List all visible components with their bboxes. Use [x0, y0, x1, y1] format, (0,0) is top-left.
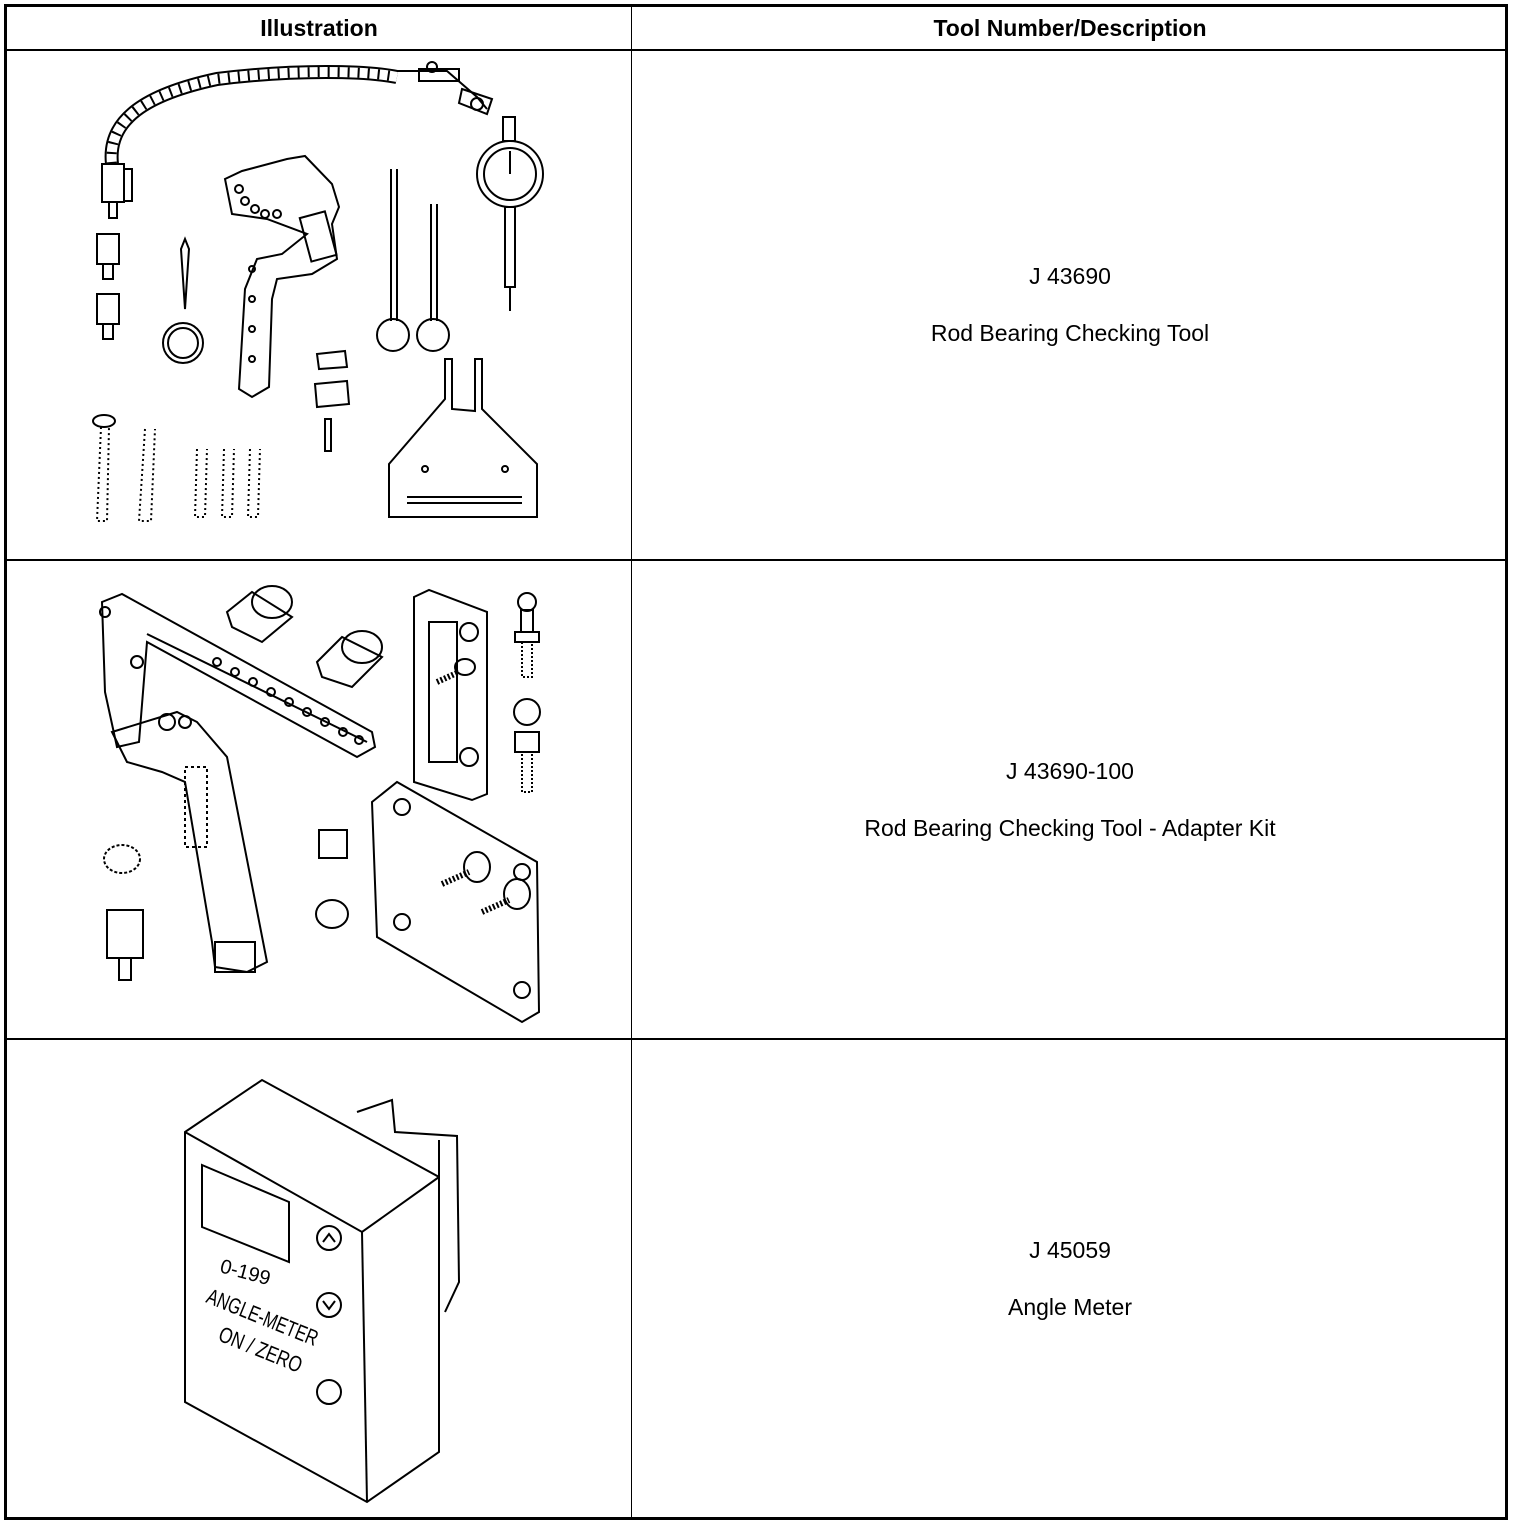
tool-number: J 45059: [1029, 1236, 1111, 1263]
adapter-kit-icon: [67, 572, 557, 1027]
header-divider: [7, 49, 1505, 51]
row-divider: [7, 559, 1505, 561]
tool-description-row-2: J 43690-100 Rod Bearing Checking Tool - …: [632, 561, 1508, 1038]
angle-meter-icon: 0-199 ANGLE-METER ON / ZERO: [177, 1072, 477, 1512]
row-divider: [7, 1038, 1505, 1040]
tool-description-row-3: J 45059 Angle Meter: [632, 1040, 1508, 1517]
tool-description: Rod Bearing Checking Tool - Adapter Kit: [864, 814, 1276, 841]
tool-number: J 43690-100: [1006, 757, 1134, 784]
header-tool-number-description: Tool Number/Description: [933, 14, 1207, 41]
tool-description: Rod Bearing Checking Tool: [930, 320, 1210, 346]
tool-description-row-1: J 43690 Rod Bearing Checking Tool: [632, 51, 1508, 559]
tool-table: Illustration Tool Number/Description: [4, 4, 1508, 1520]
tool-number: J 43690: [1029, 263, 1111, 289]
device-range-text: 0-199: [218, 1256, 273, 1290]
rod-bearing-checking-tool-icon: [67, 59, 547, 529]
tool-description: Angle Meter: [1007, 1293, 1132, 1320]
column-divider: [631, 7, 632, 1517]
header-illustration: Illustration: [260, 14, 378, 41]
